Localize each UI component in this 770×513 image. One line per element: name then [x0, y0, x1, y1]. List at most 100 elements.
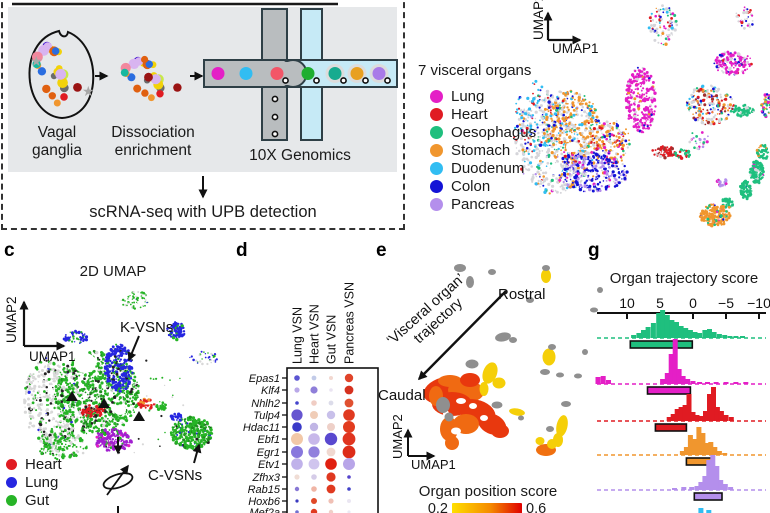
panel-label-e: e — [376, 240, 387, 261]
star-icon: ★ — [82, 83, 95, 99]
umap2-axis-label-e: UMAP2 — [390, 414, 405, 459]
c-vsns-arrow — [192, 443, 202, 464]
legend-label: Duodenum — [451, 159, 525, 177]
umap2-axis-label-b: UMAP2 — [531, 0, 546, 40]
umap1-axis-label-b: UMAP1 — [552, 41, 599, 56]
legend-label: Colon — [451, 177, 491, 195]
dissociated-cells — [120, 55, 182, 102]
dissociation-label: Dissociation enrichment — [111, 124, 195, 159]
umap1-axis-label-e: UMAP1 — [411, 457, 456, 472]
colorbar-title: Organ position score — [418, 483, 558, 500]
gene-label: Etv1 — [258, 459, 280, 471]
caudal-label: Caudal — [378, 387, 426, 404]
gene-label: Nhlh2 — [251, 398, 280, 410]
dotplot-column-label: Pancreas VSN — [343, 282, 357, 364]
panel-c-title: 2D UMAP — [79, 263, 147, 280]
dotplot-column-label: Heart VSN — [308, 304, 322, 364]
gene-label: Mef2a — [249, 507, 280, 513]
panel-label-c: c — [4, 240, 15, 261]
gene-label: Ebf1 — [257, 434, 280, 446]
legend-label: Lung — [25, 473, 59, 491]
legend-dot-icon — [430, 125, 443, 139]
legend-dot-icon — [430, 143, 443, 157]
legend-dot-icon — [430, 107, 443, 121]
legend-dot-icon — [6, 476, 17, 488]
tenx-genomics-label: 10X Genomics — [249, 147, 351, 164]
umap-scatter-vsn-clusters — [62, 290, 218, 452]
vsn-legend: HeartLungGutPancreas — [6, 455, 88, 513]
legend-item-lung: Lung — [6, 473, 88, 491]
dotplot-column-label: Lung VSN — [291, 307, 305, 364]
g-tick-5: 5 — [656, 295, 664, 311]
rotate-3d-icon — [102, 464, 134, 513]
organ-legend-title: 7 visceral organs — [418, 62, 532, 79]
umap-scatter-organs-satellites — [624, 4, 770, 228]
umap-scatter-holes — [550, 79, 629, 175]
g-tick-neg10: −10 — [747, 295, 770, 311]
ganglia-cells — [32, 41, 82, 107]
legend-item-heart: Heart — [430, 105, 536, 123]
legend-dot-icon — [6, 458, 17, 470]
k-vsns-label: K-VSNs — [120, 319, 173, 336]
k-vsns-arrow — [127, 335, 140, 362]
organ-trajectory-axis — [597, 312, 766, 319]
legend-item-duodenum: Duodenum — [430, 159, 536, 177]
legend-item-lung: Lung — [430, 87, 536, 105]
gene-label: Hoxb6 — [248, 496, 281, 508]
organ-position-colorbar — [452, 503, 522, 513]
legend-dot-icon — [430, 179, 443, 193]
umap-axes-b — [543, 11, 582, 45]
g-tick-10: 10 — [619, 295, 635, 311]
dotplot-column-label: Gut VSN — [325, 315, 339, 364]
legend-label: Oesophagus — [451, 123, 537, 141]
legend-label: Heart — [25, 455, 62, 473]
gene-label: Tulp4 — [253, 410, 280, 422]
microfluidic-device — [203, 8, 398, 141]
c-vsns-label: C-VSNs — [148, 467, 202, 484]
legend-dot-icon — [430, 89, 443, 103]
legend-label: Pancreas — [25, 510, 88, 513]
colorbar-min-label: 0.2 — [427, 501, 448, 513]
trajectory-score-title: Organ trajectory score — [609, 270, 759, 287]
organ-trajectory-histograms — [595, 310, 766, 513]
colorbar-max-label: 0.6 — [526, 501, 547, 513]
legend-dot-icon — [430, 161, 443, 175]
scrna-caption: scRNA-seq with UPB detection — [89, 203, 317, 221]
legend-item-heart: Heart — [6, 455, 88, 473]
star-icon: ★ — [30, 53, 43, 69]
gene-label: Zfhx3 — [251, 472, 280, 484]
legend-item-gut: Gut — [6, 491, 88, 509]
umap2-axis-label-c: UMAP2 — [4, 296, 19, 343]
umap-scatter-vsn-holes — [74, 353, 126, 415]
g-tick-neg5: −5 — [718, 295, 734, 311]
droplet-stream — [211, 64, 391, 138]
legend-item-stomach: Stomach — [430, 141, 536, 159]
panel-label-g: g — [588, 240, 600, 261]
panel-a-dashed-border — [1, 0, 405, 230]
trajectory-arrow — [417, 290, 507, 381]
legend-label: Gut — [25, 491, 50, 509]
umap-axes-e — [403, 428, 436, 461]
vagal-ganglia-label: Vagal ganglia — [32, 124, 82, 159]
legend-label: Pancreas — [451, 195, 515, 213]
gene-label: Rab15 — [248, 484, 281, 496]
umap1-axis-label-c: UMAP1 — [29, 349, 76, 364]
legend-item-oesophagus: Oesophagus — [430, 123, 536, 141]
umap-axes-c — [19, 300, 66, 351]
trajectory-blob-map — [423, 264, 603, 456]
ganglion-outline — [28, 29, 95, 120]
gene-label: Klf4 — [261, 385, 280, 397]
gene-label: Egr1 — [257, 447, 280, 459]
legend-item-pancreas: Pancreas — [6, 509, 88, 513]
panel-label-d: d — [236, 240, 248, 261]
gene-label: Hdac11 — [243, 422, 280, 434]
g-tick-0: 0 — [689, 295, 697, 311]
legend-dot-icon — [6, 494, 17, 506]
legend-dot-icon — [430, 197, 443, 211]
legend-item-pancreas: Pancreas — [430, 195, 536, 213]
gene-label: Epas1 — [249, 373, 280, 385]
